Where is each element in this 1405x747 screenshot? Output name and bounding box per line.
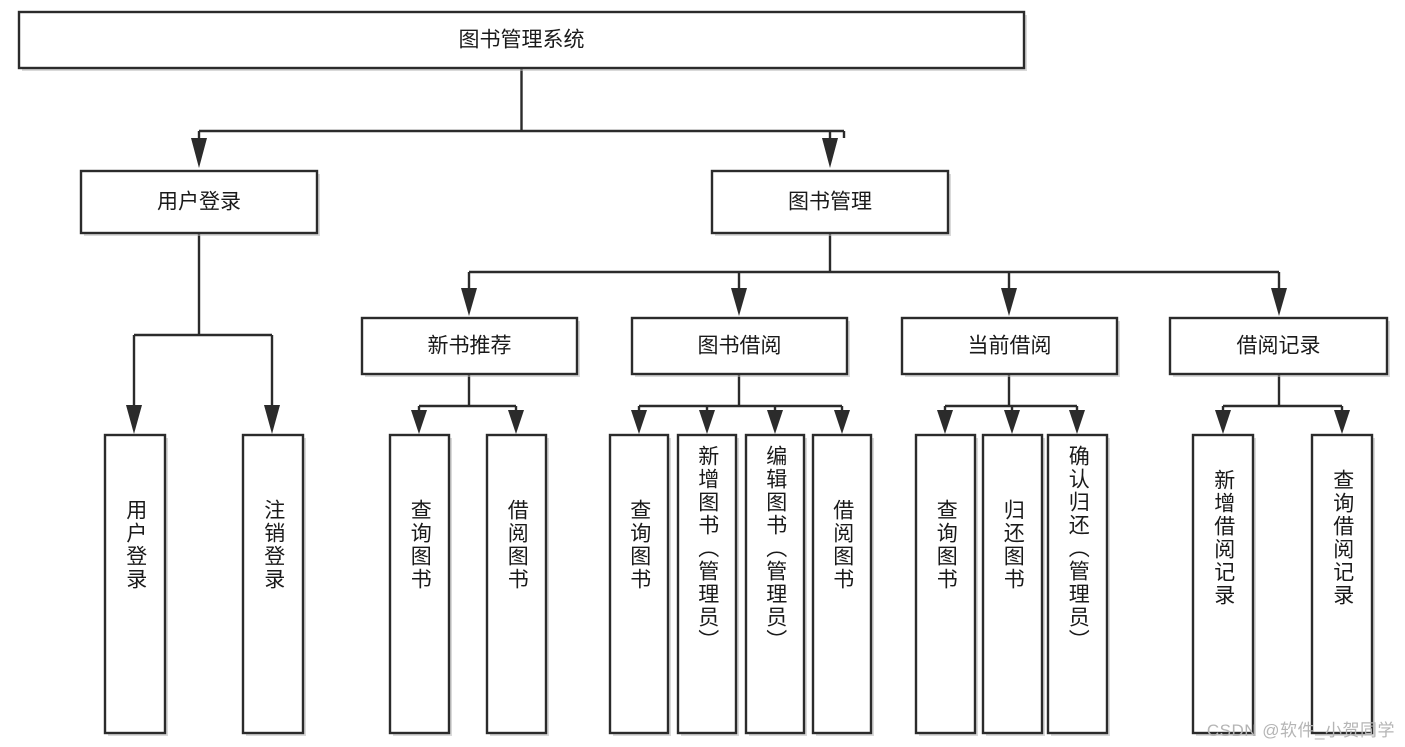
- node-borrow-record-box[interactable]: [1168, 316, 1389, 376]
- arrow-head-book-borrow: [731, 288, 747, 316]
- connector-group-current-borrow: [937, 374, 1085, 434]
- node-leaf-logout[interactable]: [241, 433, 306, 736]
- arrow-head-leaf-borrow-book-rec: [508, 410, 524, 434]
- arrow-head-leaf-confirm-return: [1069, 410, 1085, 434]
- node-leaf-query-book-rec[interactable]: [388, 433, 452, 736]
- node-leaf-add-record[interactable]: [1191, 433, 1256, 736]
- node-book-manage-box[interactable]: [710, 169, 950, 235]
- csdn-watermark: CSDN @软件_小贺同学: [1206, 721, 1395, 740]
- arrow-head-book-manage: [822, 138, 838, 168]
- node-root[interactable]: 图书管理系统: [17, 10, 1027, 71]
- arrow-head-leaf-query-book-cur: [937, 410, 953, 434]
- arrow-head-current-borrow: [1001, 288, 1017, 316]
- arrow-head-borrow-record: [1271, 288, 1287, 316]
- node-leaf-user-login[interactable]: [103, 433, 168, 736]
- arrow-head-leaf-return-book: [1004, 410, 1020, 434]
- node-leaf-query-book-borrow-box[interactable]: [608, 433, 670, 735]
- arrow-head-leaf-query-book-rec: [411, 410, 427, 434]
- node-leaf-query-book-cur-box[interactable]: [914, 433, 977, 735]
- connector-group-borrow-record: [1215, 374, 1350, 434]
- node-leaf-confirm-return-box[interactable]: [1046, 433, 1109, 735]
- node-leaf-confirm-return[interactable]: [1046, 433, 1110, 736]
- node-current-borrow-box[interactable]: [900, 316, 1119, 376]
- node-current-borrow[interactable]: 当前借阅: [900, 316, 1120, 377]
- node-current-borrow-label: 当前借阅: [968, 335, 1052, 358]
- node-leaf-query-book-rec-box[interactable]: [388, 433, 451, 735]
- node-book-borrow[interactable]: 图书借阅: [630, 316, 850, 377]
- node-user-login-label: 用户登录: [157, 191, 241, 214]
- arrow-head-new-book-recommend: [461, 288, 477, 316]
- node-leaf-logout-box[interactable]: [241, 433, 305, 735]
- connector-group-root: [191, 68, 846, 168]
- node-leaf-query-book-cur[interactable]: [914, 433, 978, 736]
- node-leaf-edit-book[interactable]: [744, 433, 807, 736]
- node-root-label: 图书管理系统: [459, 29, 585, 52]
- node-leaf-borrow-book-rec[interactable]: [485, 433, 549, 736]
- node-leaf-add-book[interactable]: [676, 433, 739, 736]
- node-leaf-add-book-box[interactable]: [676, 433, 738, 735]
- node-root-box[interactable]: [17, 10, 1026, 70]
- node-user-login[interactable]: 用户登录: [79, 169, 320, 236]
- node-leaf-return-book-box[interactable]: [981, 433, 1044, 735]
- node-leaf-return-book[interactable]: [981, 433, 1045, 736]
- node-leaf-borrow-book[interactable]: [811, 433, 874, 736]
- arrow-head-leaf-edit-book: [767, 410, 783, 434]
- connector-group-book-borrow: [631, 374, 850, 434]
- node-leaf-query-record-box[interactable]: [1310, 433, 1374, 735]
- node-book-manage[interactable]: 图书管理: [710, 169, 951, 236]
- arrow-head-leaf-query-book-borrow: [631, 410, 647, 434]
- node-leaf-add-record-box[interactable]: [1191, 433, 1255, 735]
- node-leaf-borrow-book-rec-box[interactable]: [485, 433, 548, 735]
- arrow-head-leaf-user-login: [126, 405, 142, 434]
- node-book-manage-label: 图书管理: [788, 191, 872, 214]
- node-leaf-edit-book-box[interactable]: [744, 433, 806, 735]
- node-new-book-recommend-box[interactable]: [360, 316, 579, 376]
- connector-group-book-manage: [461, 233, 1287, 316]
- arrow-head-leaf-query-record: [1334, 410, 1350, 434]
- node-book-borrow-box[interactable]: [630, 316, 849, 376]
- arrow-head-leaf-add-book: [699, 410, 715, 434]
- node-leaf-query-record[interactable]: [1310, 433, 1375, 736]
- node-leaf-user-login-box[interactable]: [103, 433, 167, 735]
- arrow-head-user-login: [191, 138, 207, 168]
- connector-group-user-login: [126, 233, 280, 434]
- node-leaf-query-book-borrow[interactable]: [608, 433, 671, 736]
- arrow-head-leaf-logout: [264, 405, 280, 434]
- connector-group-new-book-recommend: [411, 374, 524, 434]
- arrow-head-leaf-add-record: [1215, 410, 1231, 434]
- node-user-login-box[interactable]: [79, 169, 319, 235]
- node-new-book-recommend-label: 新书推荐: [428, 335, 512, 358]
- node-borrow-record-label: 借阅记录: [1237, 335, 1321, 358]
- arrow-head-leaf-borrow-book: [834, 410, 850, 434]
- node-book-borrow-label: 图书借阅: [698, 335, 782, 358]
- node-borrow-record[interactable]: 借阅记录: [1168, 316, 1390, 377]
- node-new-book-recommend[interactable]: 新书推荐: [360, 316, 580, 377]
- node-leaf-borrow-book-box[interactable]: [811, 433, 873, 735]
